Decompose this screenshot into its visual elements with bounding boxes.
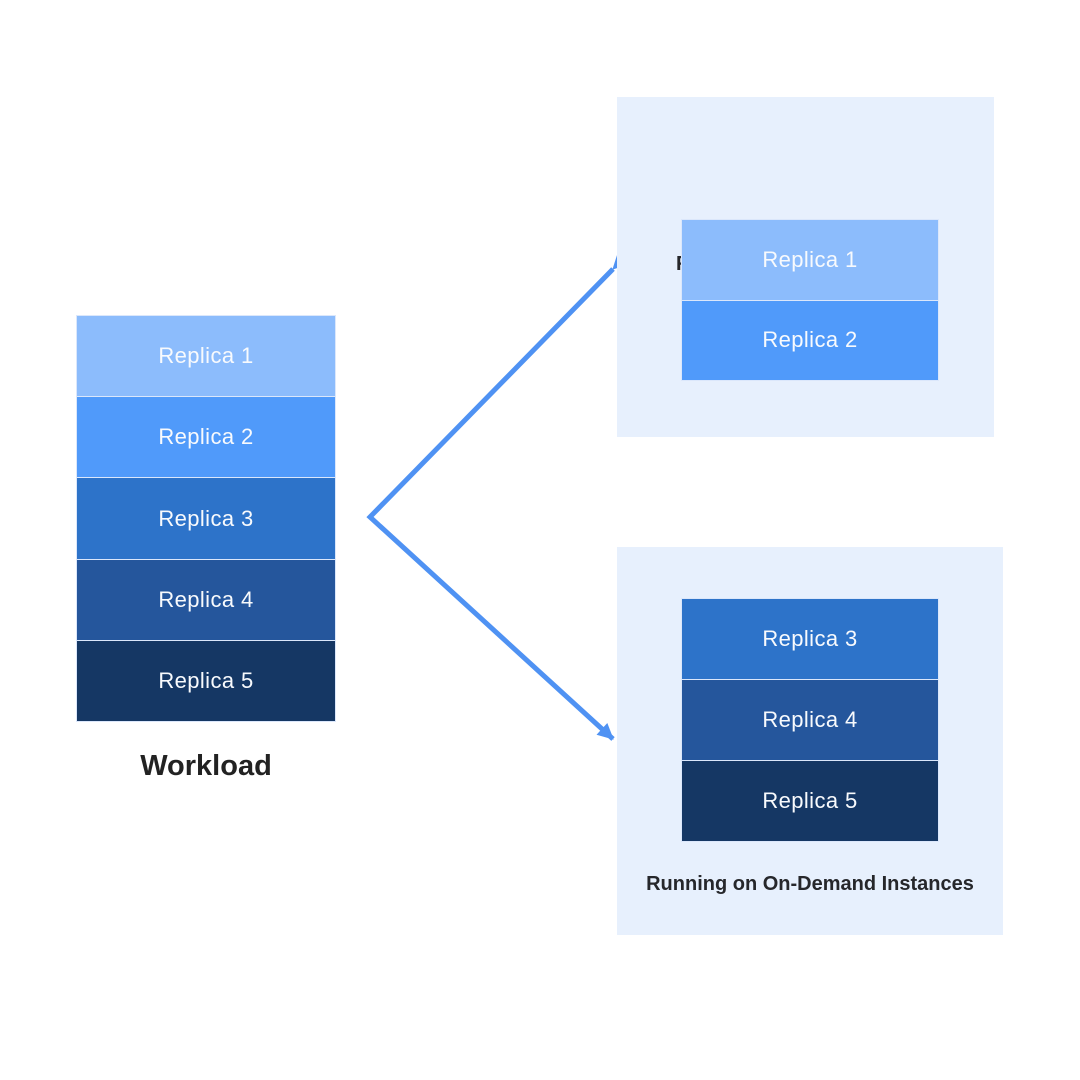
workload-replica-4: Replica 4 [77, 558, 335, 640]
workload-stack: Replica 1 Replica 2 Replica 3 Replica 4 … [76, 315, 336, 722]
ondemand-replica-3: Replica 3 [682, 599, 938, 679]
ondemand-replica-4: Replica 4 [682, 679, 938, 760]
replica-label: Replica 1 [762, 246, 858, 272]
ondemand-panel-title: Running on On-Demand Instances [646, 873, 974, 895]
arrow-to-spot-and-ondemand [366, 252, 630, 741]
ondemand-replica-5: Replica 5 [682, 760, 938, 841]
ondemand-replica-stack: Replica 3 Replica 4 Replica 5 [681, 598, 939, 842]
replica-label: Replica 1 [158, 343, 254, 369]
ondemand-instances-panel: Replica 3 Replica 4 Replica 5 Running on… [617, 547, 1003, 935]
replica-label: Replica 2 [762, 327, 858, 353]
workload-replica-5: Replica 5 [77, 639, 335, 722]
replica-label: Replica 4 [762, 707, 858, 732]
replica-label: Replica 3 [762, 626, 858, 651]
replica-label: Replica 2 [158, 424, 254, 450]
workload-replica-2: Replica 2 [77, 396, 335, 478]
replica-label: Replica 5 [762, 788, 858, 813]
replica-label: Replica 3 [158, 505, 254, 531]
spot-replica-stack: Replica 1 Replica 2 [681, 219, 939, 381]
replica-label: Replica 4 [158, 586, 254, 612]
replica-label: Replica 5 [158, 667, 254, 693]
workload-replica-1: Replica 1 [77, 316, 335, 397]
spot-instances-panel: Running on Spot Instances Replica 1 Repl… [617, 97, 994, 437]
spot-replica-1: Replica 1 [682, 220, 938, 300]
spot-replica-2: Replica 2 [682, 299, 938, 380]
workload-title: Workload [140, 750, 272, 782]
workload-replica-3: Replica 3 [77, 477, 335, 559]
